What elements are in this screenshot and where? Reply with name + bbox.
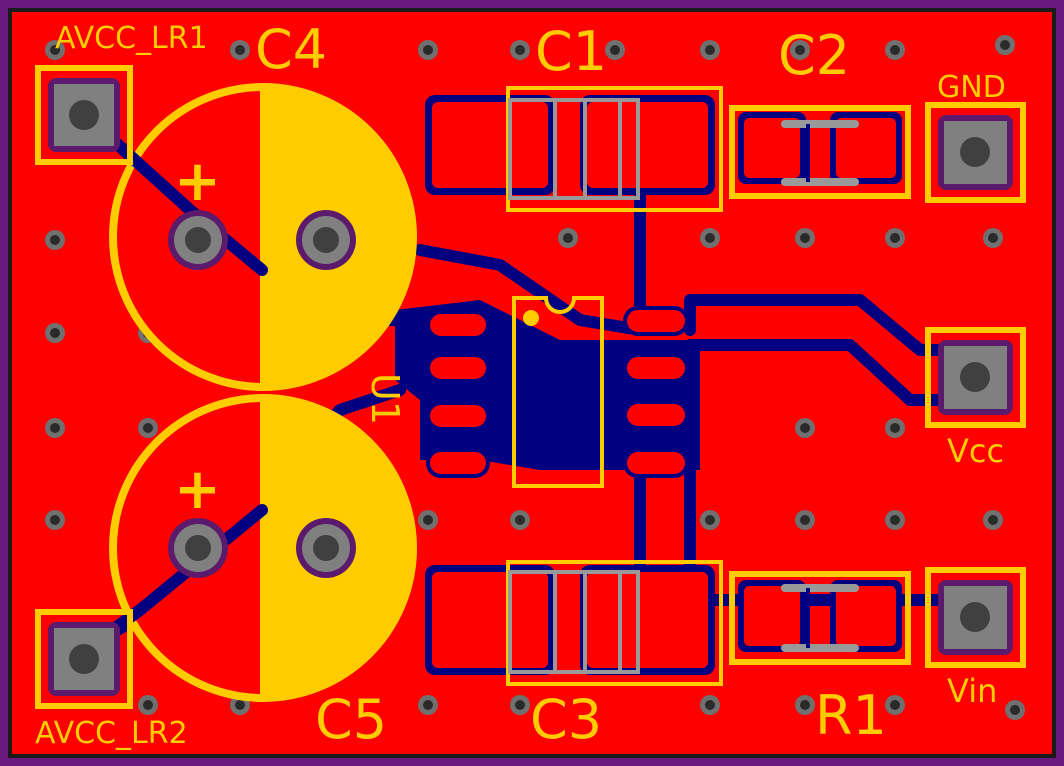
label-vcc: Vcc (947, 432, 1004, 470)
via-hole (1010, 705, 1020, 715)
via-hole (988, 233, 998, 243)
c5-pin-2 (296, 518, 356, 578)
c3-pads (425, 565, 715, 675)
c4-pin-2 (296, 210, 356, 270)
u1-outline (512, 296, 604, 488)
u1-pin1-marker (523, 310, 539, 326)
c4-pin-1 (168, 210, 228, 270)
via-hole (705, 233, 715, 243)
c5-capacitor (109, 394, 417, 702)
label-avcc-lr1: AVCC_LR1 (55, 21, 208, 56)
via-hole (890, 700, 900, 710)
label-avcc-lr2: AVCC_LR2 (35, 716, 188, 751)
vcc-pad (925, 327, 1026, 428)
via-hole (890, 423, 900, 433)
label-plus-c5: + (174, 457, 221, 522)
via-hole (515, 45, 525, 55)
label-c4: C4 (255, 18, 327, 81)
label-c1: C1 (535, 20, 607, 83)
label-plus-c4: + (174, 149, 221, 214)
via-hole (705, 45, 715, 55)
via-hole (50, 235, 60, 245)
via-hole (1000, 40, 1010, 50)
via-hole (143, 700, 153, 710)
label-r1: R1 (815, 684, 887, 747)
vin-pad (925, 567, 1026, 668)
via-hole (143, 423, 153, 433)
via-hole (800, 700, 810, 710)
via-hole (988, 515, 998, 525)
label-gnd: GND (937, 70, 1006, 105)
avcc-lr1-pad (35, 65, 133, 165)
via-hole (515, 700, 525, 710)
r1-pads (738, 580, 902, 652)
via-hole (50, 515, 60, 525)
label-c2: C2 (778, 24, 850, 87)
via-hole (800, 233, 810, 243)
c2-silkscreen (729, 105, 911, 199)
gnd-pad (925, 102, 1026, 203)
via-hole (800, 423, 810, 433)
via-hole (705, 515, 715, 525)
label-vin: Vin (947, 672, 997, 710)
via-hole (515, 515, 525, 525)
via-hole (890, 515, 900, 525)
via-hole (563, 233, 573, 243)
label-c3: C3 (530, 688, 602, 751)
via-hole (890, 45, 900, 55)
r1-silkscreen (729, 571, 911, 665)
c1-pads (425, 95, 715, 195)
via-hole (235, 45, 245, 55)
c3-silkscreen (506, 560, 723, 686)
via-hole (800, 515, 810, 525)
label-u1: U1 (363, 373, 407, 425)
via-hole (705, 700, 715, 710)
via-hole (50, 328, 60, 338)
u1-pads (426, 306, 689, 478)
c2-pads (738, 112, 902, 184)
label-c5: C5 (315, 688, 387, 751)
c4-capacitor (109, 83, 417, 391)
via-hole (50, 45, 60, 55)
via-hole (795, 45, 805, 55)
c1-silkscreen (506, 86, 723, 212)
c5-pin-1 (168, 518, 228, 578)
via-hole (423, 45, 433, 55)
via-hole (235, 700, 245, 710)
via-hole (610, 45, 620, 55)
via-hole (423, 700, 433, 710)
via-hole (890, 233, 900, 243)
via-hole (423, 515, 433, 525)
avcc-lr2-pad (35, 609, 133, 709)
via-hole (50, 423, 60, 433)
